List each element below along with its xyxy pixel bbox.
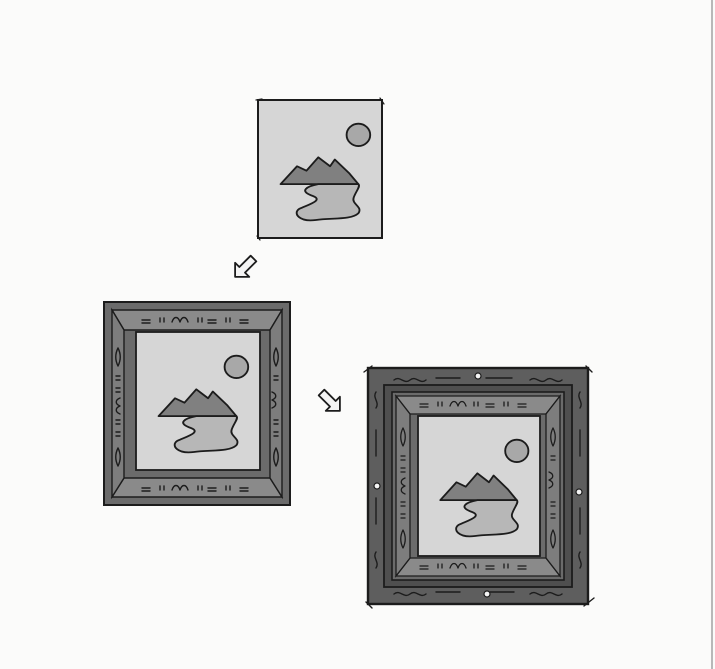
simple-frame-picture: [103, 301, 291, 506]
ornate-frame-picture: [363, 365, 595, 609]
arrow-down-right-icon: [317, 388, 341, 412]
unframed-picture: [255, 97, 385, 241]
arrow-down-left-icon: [234, 254, 258, 278]
